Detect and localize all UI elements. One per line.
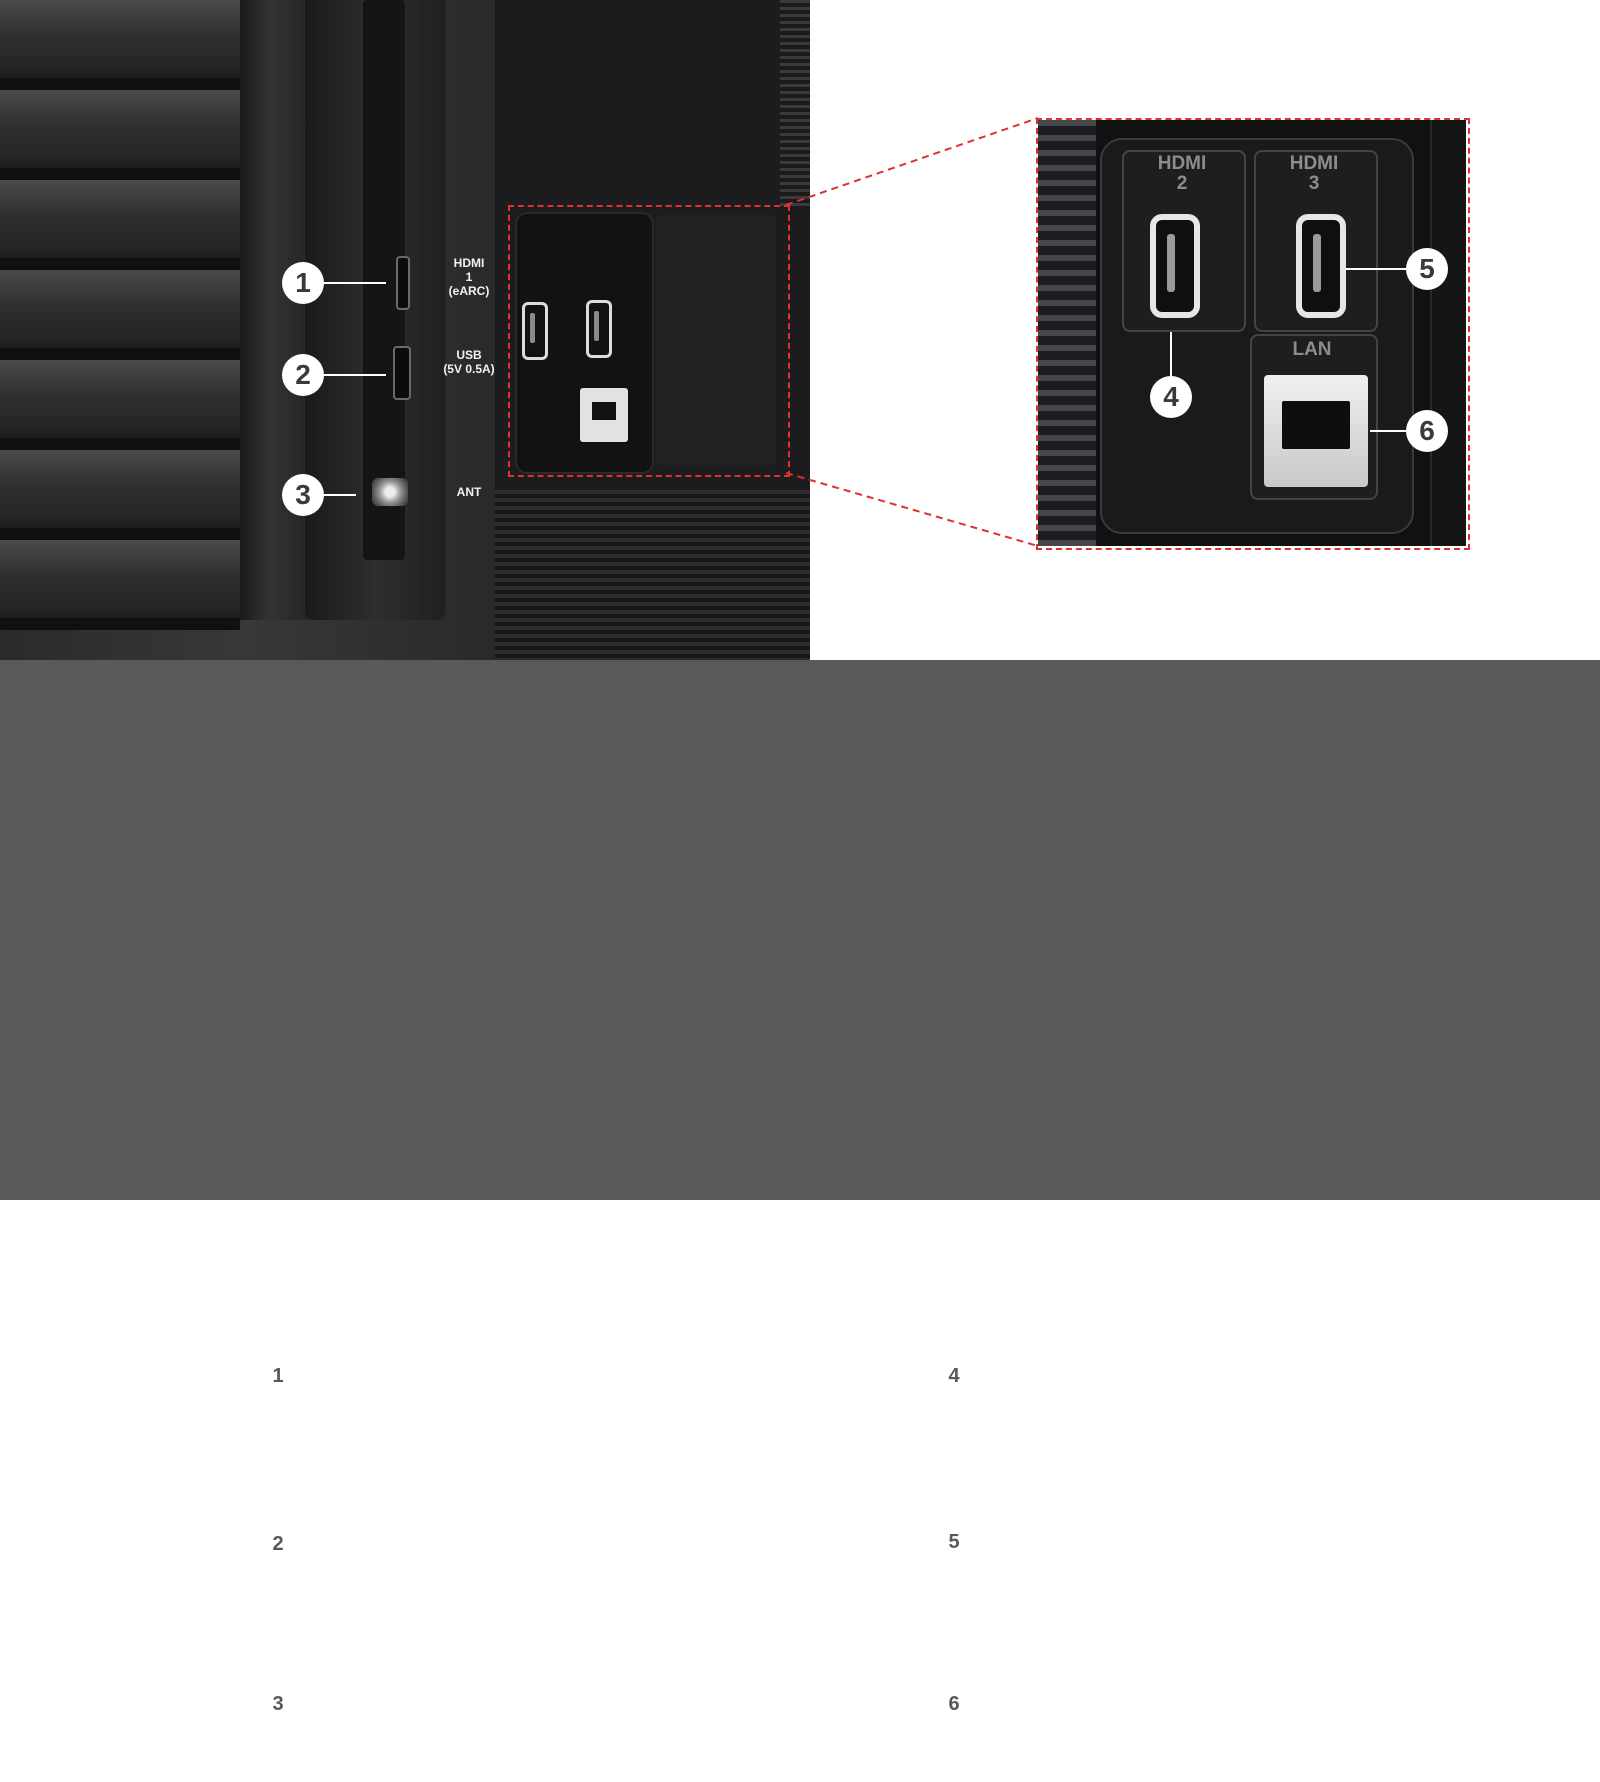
- zoom-caption-hdmi2: HDMI 2: [1157, 153, 1207, 194]
- coax-port: [372, 478, 408, 506]
- callout-badge-6: 6: [1406, 410, 1448, 452]
- stand-fin: [0, 180, 240, 270]
- rear-hdmi-port: [522, 302, 548, 360]
- zoom-hdmi2-port: [1150, 214, 1200, 318]
- callout-badge-2: 2: [282, 354, 324, 396]
- entry-badge: 6: [938, 1688, 970, 1720]
- entry-desc: Standard rectangular port for power or m…: [276, 1565, 696, 1618]
- zoom-source-frame: [508, 205, 790, 477]
- entry-desc: Connector for over-the-air antenna or ca…: [276, 1725, 679, 1778]
- entry-spec: 4K@144Hz: [950, 1563, 1053, 1585]
- stand-fin: [0, 0, 240, 90]
- side-label-ant: ANT: [456, 485, 482, 499]
- tv-back-panel: HDMI 1 (eARC) USB (5V 0.5A) ANT: [0, 0, 810, 660]
- callout-line: [320, 374, 386, 376]
- hdmi-icon: [871, 1380, 925, 1401]
- zoom-lan-port: [1264, 375, 1368, 487]
- stand-fin: [0, 360, 240, 450]
- callout-badge-1: 1: [282, 262, 324, 304]
- usb-icon: [209, 1535, 239, 1586]
- entry-badge: 4: [938, 1360, 970, 1392]
- callout-badge-4: 4: [1150, 376, 1192, 418]
- stand-fin: [0, 450, 240, 540]
- callout-line: [320, 282, 386, 284]
- entry-title: Cable/ANT: [306, 1691, 439, 1721]
- callout-badge-3: 3: [282, 474, 324, 516]
- side-label-hdmi1: HDMI 1 (eARC): [448, 256, 490, 298]
- entry-badge: 1: [262, 1360, 294, 1392]
- callout-line: [320, 494, 356, 496]
- tv-edge: [240, 0, 315, 620]
- callout-badge-5: 5: [1406, 248, 1448, 290]
- vent: [1038, 120, 1096, 546]
- zoom-caption-lan: LAN: [1292, 339, 1332, 360]
- entry-title: USB-A: [306, 1531, 389, 1561]
- entry-title: HDMI 3: [984, 1529, 1076, 1559]
- ethernet-icon: [875, 1696, 921, 1744]
- entry-desc: Wired internet connection for streaming,…: [950, 1725, 1323, 1778]
- entry-title: Ethernet: [984, 1691, 1087, 1721]
- side-usb-port: [393, 346, 411, 400]
- stand-fin: [0, 270, 240, 360]
- callout-line: [1170, 332, 1172, 386]
- entry-title: HDMI 1 (eARC): [306, 1363, 496, 1393]
- stand-fin: [0, 540, 240, 630]
- entry-spec: 4K@144Hz: [950, 1397, 1053, 1419]
- zoom-side-rail: [1430, 120, 1466, 546]
- side-label-usb: USB (5V 0.5A): [443, 348, 495, 376]
- hdmi-icon: [871, 1544, 925, 1565]
- zoom-connector-lines: [785, 117, 1039, 547]
- zoom-frame: [1036, 118, 1470, 550]
- callout-line: [1346, 268, 1406, 270]
- vent: [780, 0, 810, 210]
- rating-plate: [656, 215, 776, 465]
- zoom-inset: HDMI 2 HDMI 3 LAN: [1038, 120, 1466, 546]
- entry-title: HDMI 2: [984, 1363, 1076, 1393]
- entry-desc: Transmits high-definition video and audi…: [950, 1593, 1380, 1646]
- entry-desc: Transmits high-definition video and audi…: [950, 1427, 1380, 1480]
- port-info-panel: 1 HDMI 1 (eARC) 4K@144Hz Enhanced audio …: [0, 660, 1600, 1778]
- stand-fin: [0, 90, 240, 180]
- side-hdmi-port: [396, 256, 410, 310]
- rear-lan-port: [580, 388, 628, 442]
- entry-badge: 3: [262, 1688, 294, 1720]
- zoom-caption-hdmi3: HDMI 3: [1289, 153, 1339, 194]
- entry-desc: Enhanced audio return for high-quality s…: [276, 1427, 696, 1480]
- zoom-hdmi3-port: [1296, 214, 1346, 318]
- callout-line: [1370, 430, 1406, 432]
- product-photo: HDMI 1 (eARC) USB (5V 0.5A) ANT HDMI 2 H…: [0, 0, 1600, 660]
- rear-hdmi-port: [586, 300, 612, 358]
- antenna-icon: [210, 1708, 238, 1748]
- entry-badge: 2: [262, 1528, 294, 1560]
- hdmi-icon: [197, 1380, 251, 1401]
- entry-spec: 4K@144Hz: [276, 1397, 379, 1419]
- entry-badge: 5: [938, 1526, 970, 1558]
